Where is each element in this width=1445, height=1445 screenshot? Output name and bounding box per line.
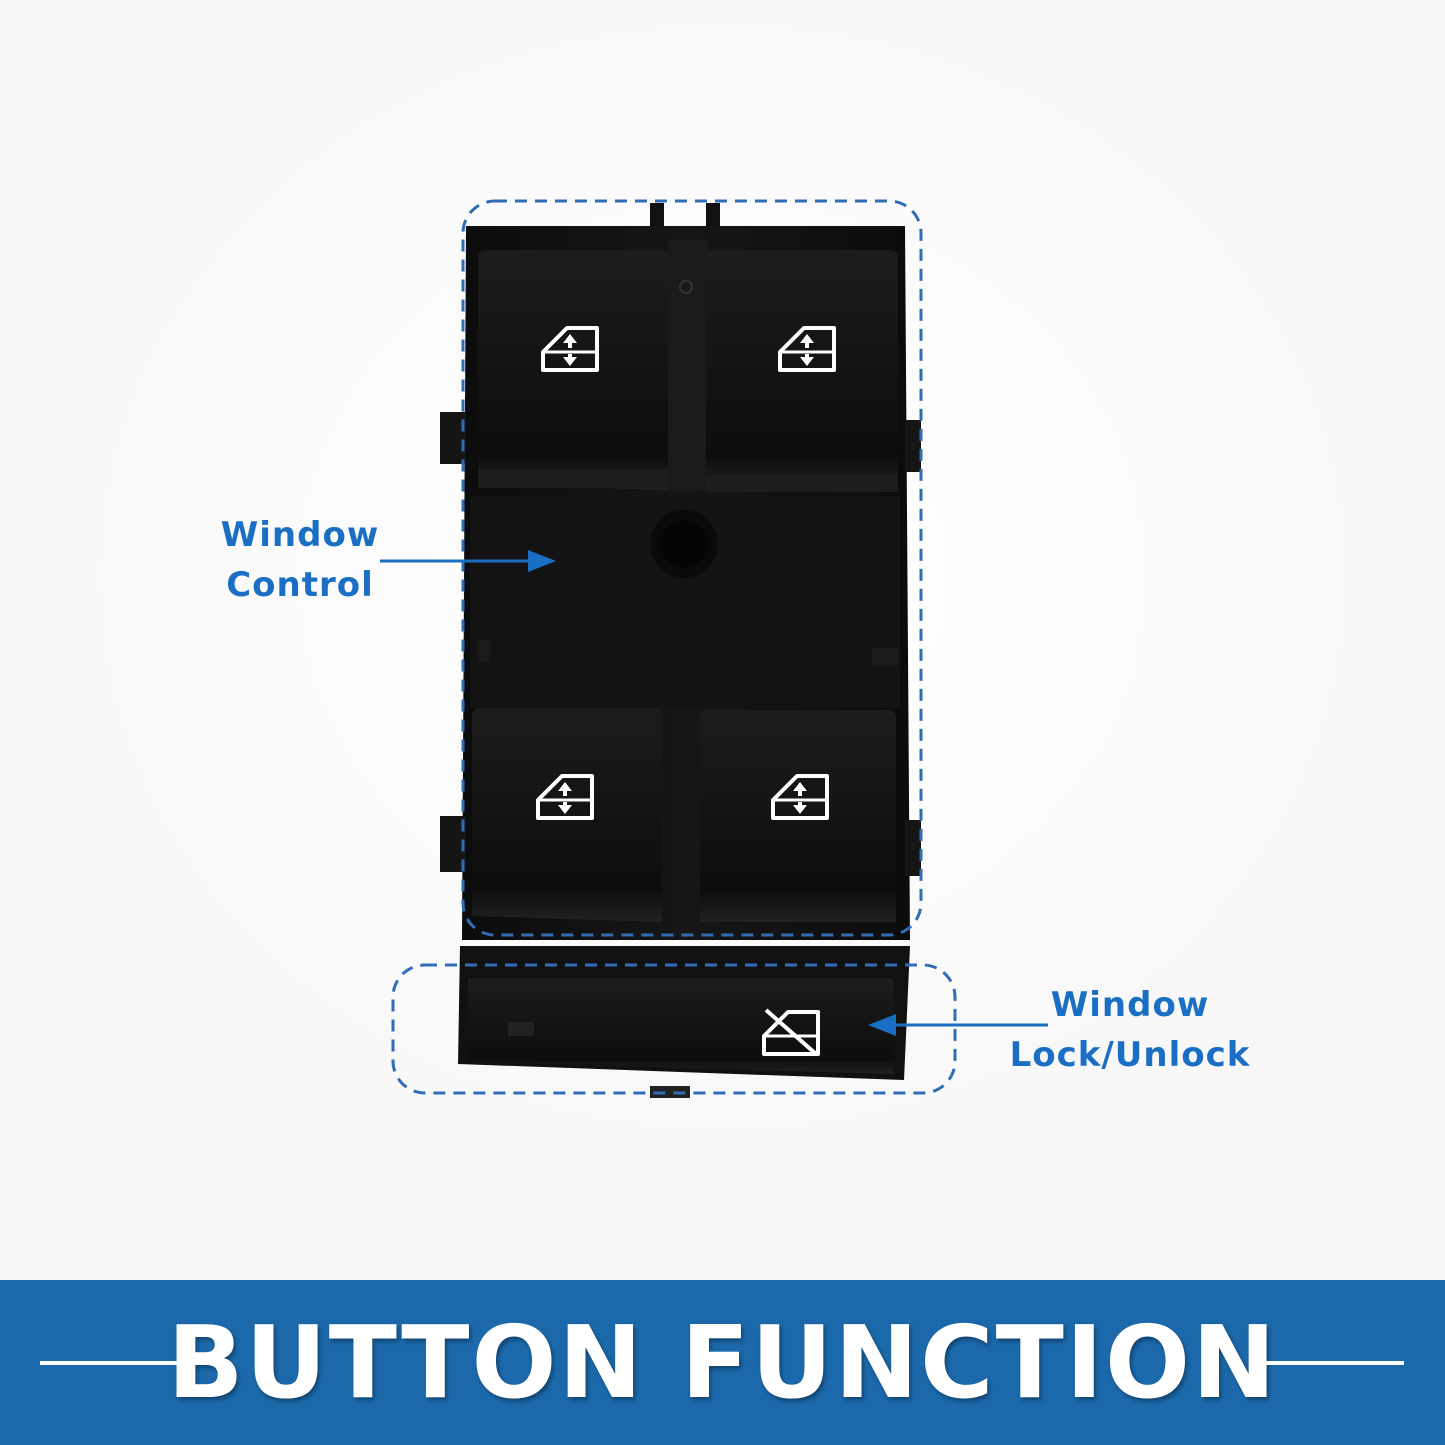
banner-rule-left xyxy=(40,1361,195,1365)
window-control-label: Window Control xyxy=(190,510,410,610)
side-clip xyxy=(905,820,921,876)
window-lock-icon xyxy=(762,1008,820,1056)
screw-mark xyxy=(679,280,693,294)
side-clip xyxy=(905,420,921,472)
window-control-region xyxy=(461,199,923,937)
window-lock-label: Window Lock/Unlock xyxy=(995,980,1265,1080)
label-line: Control xyxy=(226,565,374,605)
label-line: Window xyxy=(220,515,380,555)
arrow-window-control xyxy=(380,550,556,572)
window-button-front-left[interactable] xyxy=(478,250,668,490)
banner-title: BUTTON FUNCTION xyxy=(167,1304,1278,1421)
center-channel xyxy=(668,240,708,490)
window-lock-region xyxy=(391,963,957,1095)
arrow-window-lock xyxy=(868,1014,1048,1036)
label-line: Window xyxy=(1050,985,1210,1025)
window-button-front-right[interactable] xyxy=(706,250,898,492)
connector-tab xyxy=(706,203,720,233)
label-line: Lock/Unlock xyxy=(1009,1035,1251,1075)
title-banner: BUTTON FUNCTION xyxy=(0,1280,1445,1445)
connector-tab xyxy=(650,203,664,233)
window-button-rear-right[interactable] xyxy=(700,710,896,922)
banner-rule-right xyxy=(1252,1361,1404,1365)
window-button-rear-left[interactable] xyxy=(472,708,662,922)
window-lock-button[interactable] xyxy=(468,978,894,1074)
